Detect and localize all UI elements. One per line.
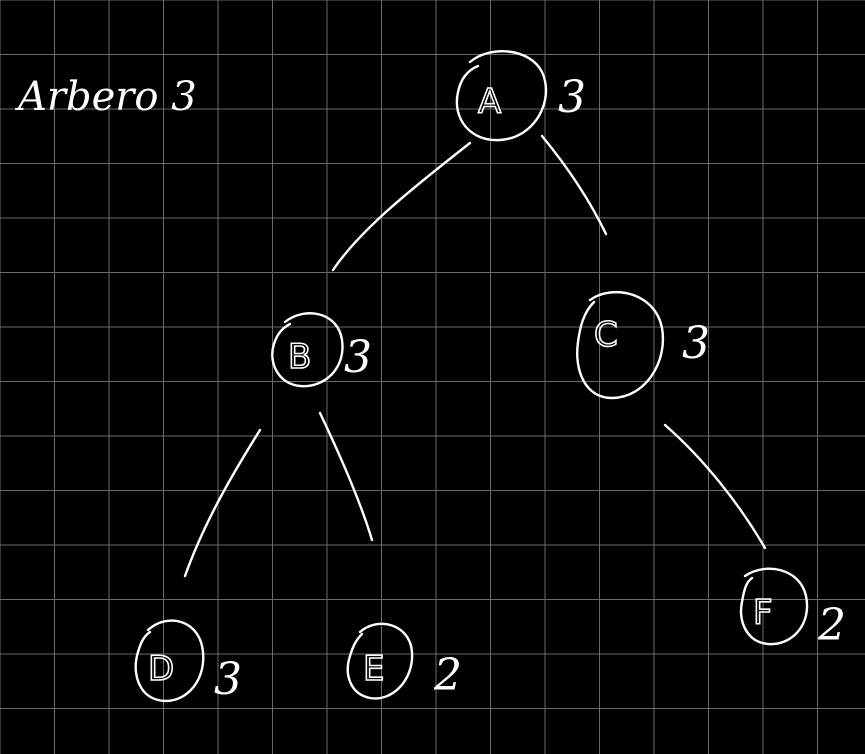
tree-node-f: F 2 [739, 567, 846, 651]
tree-node-d: D 3 [134, 619, 242, 705]
edge-b-e [318, 411, 374, 542]
tree-node-b: B 3 [271, 312, 372, 388]
edge-c-f [663, 423, 767, 550]
edge-b-d [183, 428, 262, 578]
node-letter-b: B [288, 337, 311, 377]
node-value-e: 2 [433, 650, 462, 701]
tree-node-a: A 3 [455, 50, 586, 142]
node-letter-d: D [148, 649, 174, 689]
node-value-f: 2 [817, 600, 846, 651]
node-letter-c: C [594, 315, 618, 355]
diagram-title: Arbero 3 [14, 74, 197, 120]
node-circle-a [455, 50, 548, 142]
node-letter-e: E [363, 649, 384, 689]
node-letter-a: A [478, 82, 501, 122]
node-circle-e [346, 622, 414, 700]
node-value-b: 3 [344, 332, 372, 383]
node-value-a: 3 [558, 72, 586, 123]
node-value-d: 3 [214, 654, 242, 705]
edges [183, 134, 767, 578]
node-value-c: 3 [682, 318, 710, 369]
edge-a-b [331, 141, 472, 272]
node-letter-f: F [753, 593, 773, 633]
edge-a-c [540, 134, 608, 236]
tree-node-c: C 3 [576, 291, 710, 400]
node-circle-c [576, 291, 665, 400]
node-circle-b [271, 312, 344, 388]
node-circle-d [134, 619, 205, 703]
tree-node-e: E 2 [346, 622, 462, 701]
node-circle-f [739, 567, 809, 646]
